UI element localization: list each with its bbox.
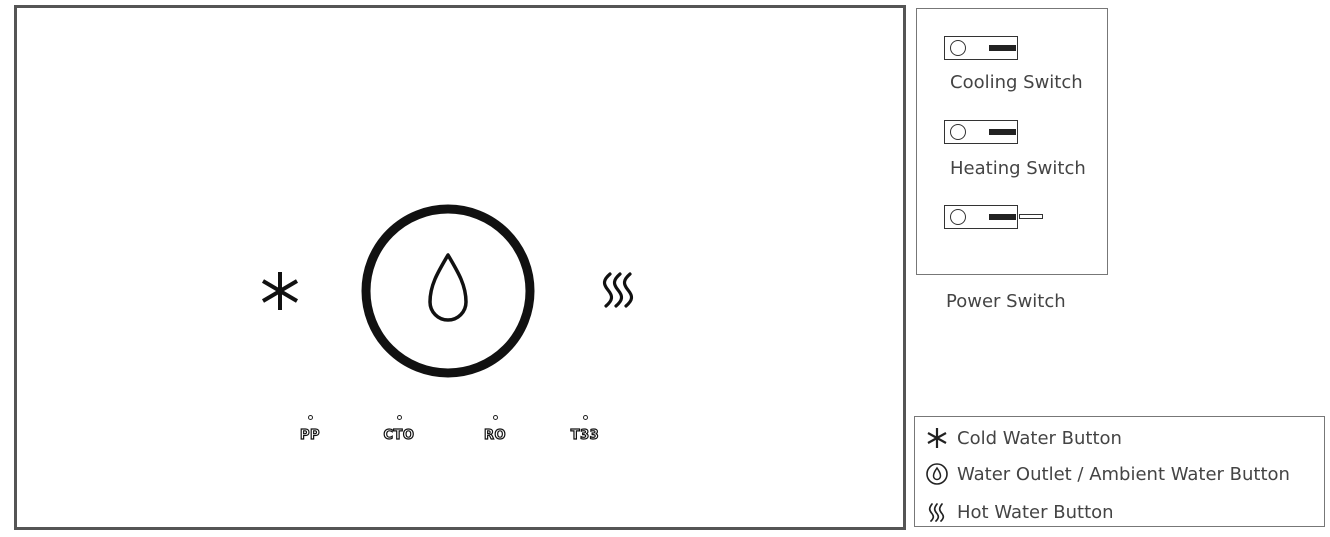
control-panel	[14, 5, 906, 530]
indicator-dot	[492, 415, 498, 420]
filter-indicator-t33: T33	[555, 415, 615, 444]
cooling-switch-label: Cooling Switch	[950, 72, 1083, 93]
cooling-switch[interactable]	[944, 36, 1018, 60]
filter-label: RO	[483, 427, 507, 443]
asterisk-icon-stroke-3	[261, 279, 299, 303]
power-switch-label: Power Switch	[946, 291, 1066, 312]
heat-wave-2	[612, 272, 624, 308]
legend-label: Cold Water Button	[957, 427, 1122, 449]
switch-box: Cooling Switch Heating Switch	[916, 8, 1108, 275]
legend-item-ambient: Water Outlet / Ambient Water Button	[925, 459, 1290, 489]
power-switch-tab	[1019, 214, 1043, 219]
legend-label: Hot Water Button	[957, 501, 1114, 523]
hot-water-button[interactable]	[602, 272, 634, 308]
filter-label: PP	[299, 427, 321, 443]
filter-indicator-pp: PP	[280, 415, 340, 444]
switch-bar-icon	[989, 214, 1016, 220]
cold-water-button[interactable]	[261, 272, 299, 310]
switch-bar-icon	[989, 45, 1016, 51]
switch-bar-icon	[989, 129, 1016, 135]
indicator-dot	[307, 415, 313, 420]
heat-waves-icon	[928, 503, 945, 522]
indicator-dot	[396, 415, 402, 420]
indicator-dot	[582, 415, 588, 420]
legend-label: Water Outlet / Ambient Water Button	[957, 463, 1290, 485]
filter-indicator-cto: CTO	[369, 415, 429, 444]
control-panel-icons	[261, 204, 634, 378]
legend: Cold Water Button Water Outlet / Ambient…	[914, 416, 1325, 527]
heat-wave-3	[622, 272, 634, 308]
filter-label: T33	[570, 427, 600, 443]
heating-switch[interactable]	[944, 120, 1018, 144]
outlet-ring	[361, 204, 535, 378]
power-switch[interactable]	[944, 205, 1043, 229]
water-drop-icon	[926, 463, 948, 485]
asterisk-icon	[927, 428, 947, 448]
switch-circle-icon	[950, 40, 966, 56]
filter-indicator-ro: RO	[465, 415, 525, 444]
switch-circle-icon	[950, 209, 966, 225]
water-drop-icon	[428, 253, 468, 322]
filter-label: CTO	[383, 427, 415, 443]
switch-circle-icon	[950, 124, 966, 140]
legend-item-hot: Hot Water Button	[925, 497, 1114, 527]
heat-wave-1	[602, 272, 614, 308]
heating-switch-label: Heating Switch	[950, 158, 1086, 179]
legend-item-cold: Cold Water Button	[925, 423, 1122, 453]
water-outlet-button[interactable]	[361, 204, 535, 378]
